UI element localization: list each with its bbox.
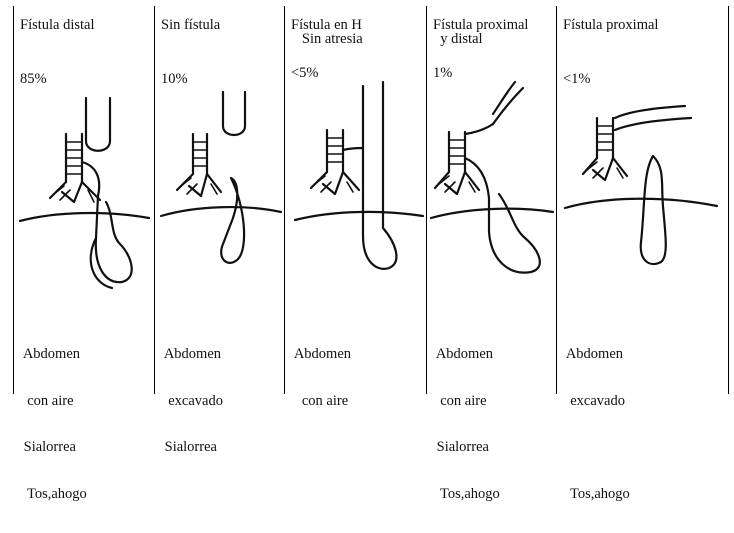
panel-notes: Abdomen con aire Sialorrea Tos,ahogo xyxy=(433,316,500,533)
note-line: Abdomen xyxy=(433,347,500,363)
panel-sin-fistula: Sin fístula 10% Abdomen excavado Sialorr… xyxy=(154,6,285,394)
note-line: excavado xyxy=(563,394,630,410)
anatomy-drawing xyxy=(14,6,155,306)
note-line: con aire xyxy=(20,394,87,410)
note-line xyxy=(563,440,630,456)
panel-fistula-en-h: Fístula en H Sin atresia <5% Abdomen con… xyxy=(284,6,427,394)
anatomy-drawing xyxy=(285,6,427,306)
note-line: Abdomen xyxy=(563,347,630,363)
note-line: con aire xyxy=(291,394,351,410)
anatomy-drawing xyxy=(155,6,285,306)
note-line: Abdomen xyxy=(291,347,351,363)
panel-fistula-distal: Fístula distal 85% Abdomen con aire Sial… xyxy=(13,6,155,394)
panel-fistula-proximal: Fístula proximal <1% Abdomen excavado To… xyxy=(556,6,729,394)
note-line: Sialorrea xyxy=(161,440,223,456)
note-line: Abdomen xyxy=(20,347,87,363)
anatomy-drawing xyxy=(427,6,557,306)
anatomy-drawing xyxy=(557,6,728,306)
panel-notes: Abdomen con aire xyxy=(291,316,351,440)
note-line: Sialorrea xyxy=(20,440,87,456)
panel-notes: Abdomen con aire Sialorrea Tos,ahogo xyxy=(20,316,87,533)
note-line: con aire xyxy=(433,394,500,410)
note-line: Tos,ahogo xyxy=(20,487,87,503)
panel-notes: Abdomen excavado Sialorrea xyxy=(161,316,223,487)
note-line: Abdomen xyxy=(161,347,223,363)
panel-notes: Abdomen excavado Tos,ahogo xyxy=(563,316,630,533)
note-line: excavado xyxy=(161,394,223,410)
note-line: Sialorrea xyxy=(433,440,500,456)
tracheoesophageal-fistula-types-figure: Fístula distal 85% Abdomen con aire Sial… xyxy=(0,0,734,394)
note-line: Tos,ahogo xyxy=(563,487,630,503)
note-line: Tos,ahogo xyxy=(433,487,500,503)
panel-fistula-proximal-y-distal: Fístula proximal y distal 1% Abdomen con… xyxy=(426,6,557,394)
